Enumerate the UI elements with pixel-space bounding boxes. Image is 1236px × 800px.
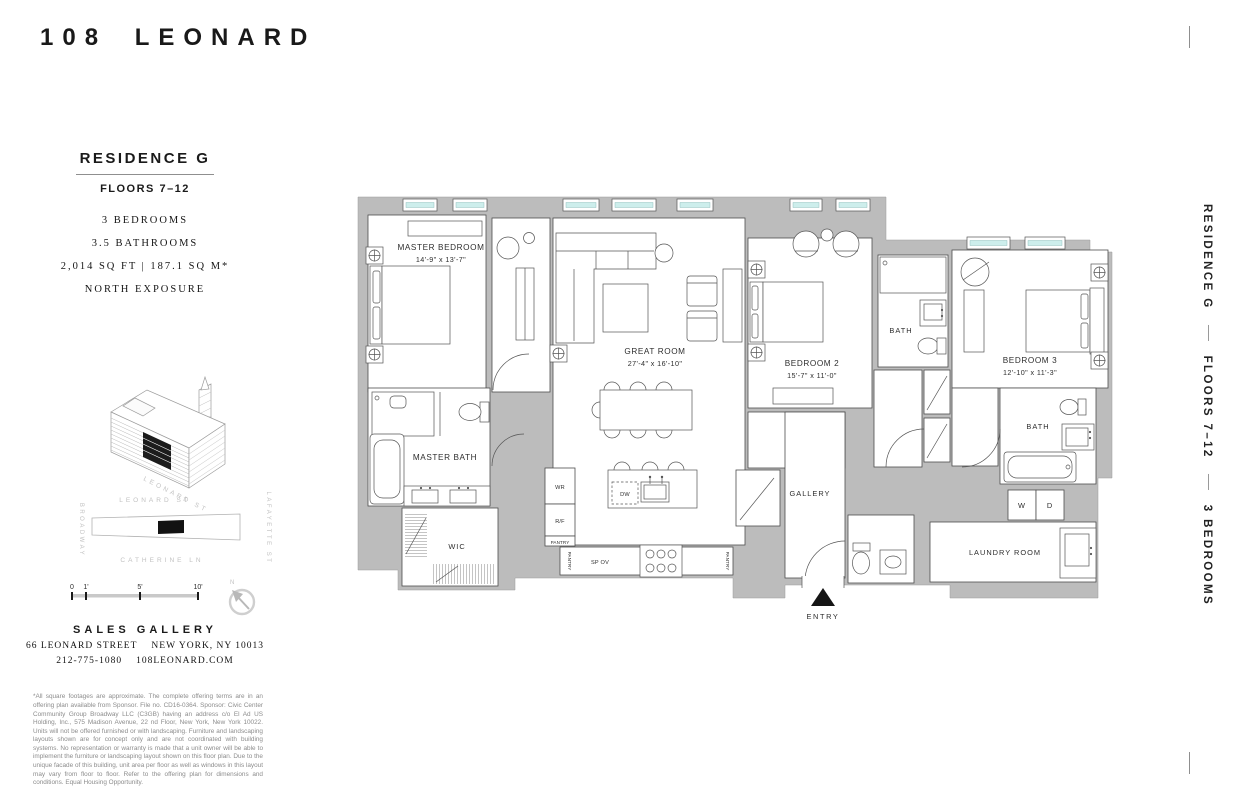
label-dw: DW (620, 492, 630, 498)
compass-icon: N (228, 580, 256, 616)
label-bedroom-3: BEDROOM 3 (1003, 356, 1058, 365)
residence-floors: FLOORS 7–12 (100, 183, 190, 195)
scale-1ft: 1' (83, 584, 88, 591)
scale-0: 0 (70, 584, 74, 591)
wic-closet (405, 512, 496, 584)
rail-divider (1208, 473, 1210, 490)
label-sp-ov: SP OV (591, 560, 609, 566)
stat-exposure: NORTH EXPOSURE (84, 284, 206, 295)
street-label-right: LAFAYETTE ST (265, 492, 271, 565)
bath-2-fixtures (879, 256, 947, 355)
compass-north-label: N (230, 580, 234, 586)
great-room-furniture (549, 232, 743, 509)
sales-address-street: 66 LEONARD STREET (25, 641, 138, 651)
label-bedroom-2: BEDROOM 2 (785, 359, 840, 368)
residence-stats: 3 BEDROOMS 3.5 BATHROOMS 2,014 SQ FT | 1… (30, 215, 260, 295)
sales-website: 108LEONARD.COM (136, 656, 234, 666)
label-great-room-dims: 27'-4" x 16'-10" (628, 359, 683, 368)
label-rf: R/F (555, 519, 565, 525)
hall-bedrooms (873, 369, 923, 468)
stat-bathrooms: 3.5 BATHROOMS (91, 238, 199, 249)
entry-arrow-icon (811, 588, 835, 606)
rail-divider (1208, 324, 1210, 341)
label-bath-3: BATH (1026, 422, 1049, 431)
building-illustration-icon: LEONARD ST (110, 376, 226, 514)
crop-mark-top (1189, 26, 1190, 48)
label-master-bedroom-dims: 14'-9" x 13'-7" (416, 255, 466, 264)
site-map: LEONARD ST BROADWAY LAFAYETTE ST CATHERI… (78, 492, 271, 565)
sales-gallery-block: SALES GALLERY 66 LEONARD STREET NEW YORK,… (20, 624, 270, 666)
label-pantry-left: PANTRY (551, 540, 570, 545)
scale-bar: 0 1' 5' 10' (70, 584, 203, 600)
floor-plan: MASTER BEDROOM 14'-9" x 13'-7" (357, 196, 1113, 621)
bedroom-2-furniture (747, 228, 860, 405)
label-master-bath: MASTER BATH (413, 453, 477, 462)
rail-residence: RESIDENCE G (1201, 203, 1213, 310)
stat-area: 2,014 SQ FT | 187.1 SQ M* (60, 261, 230, 272)
stat-bedrooms: 3 BEDROOMS (101, 215, 189, 226)
kitchen (544, 467, 734, 578)
page-title: 108 LEONARD (40, 24, 317, 51)
label-master-bedroom: MASTER BEDROOM (397, 243, 484, 252)
washer-dryer (1007, 489, 1065, 521)
street-label-top: LEONARD ST (119, 497, 191, 504)
label-wic: WIC (448, 542, 465, 551)
street-label-bottom: CATHERINE LN (120, 557, 203, 564)
label-great-room: GREAT ROOM (624, 347, 685, 356)
gallery-powder-entry (735, 469, 907, 606)
label-bath-2: BATH (889, 326, 912, 335)
label-bedroom-2-dims: 15'-7" x 11'-0" (787, 371, 837, 380)
room-gallery (784, 411, 846, 579)
label-laundry-room: LAUNDRY ROOM (969, 548, 1041, 557)
scale-10ft: 10' (193, 584, 202, 591)
label-pantry-kitchen-left: PANTRY (567, 552, 572, 571)
label-dryer: D (1047, 501, 1053, 510)
label-pantry-kitchen-right: PANTRY (725, 552, 730, 571)
legal-disclaimer: *All square footages are approximate. Th… (33, 693, 263, 787)
foyer-furniture (492, 232, 535, 391)
hall-bedroom-3 (951, 387, 999, 467)
rail-floors: FLOORS 7–12 (1201, 355, 1213, 459)
info-panel: RESIDENCE G FLOORS 7–12 3 BEDROOMS 3.5 B… (30, 150, 260, 307)
label-entry: ENTRY (807, 612, 840, 621)
label-bedroom-3-dims: 12'-10" x 11'-3" (1003, 368, 1057, 377)
side-rail: RESIDENCE G FLOORS 7–12 3 BEDROOMS (1201, 204, 1213, 606)
laundry-fixtures (1059, 527, 1097, 579)
master-bath-fixtures (369, 391, 525, 507)
scale-5ft: 5' (137, 584, 142, 591)
crop-mark-bottom (1189, 752, 1190, 774)
windows (402, 198, 1066, 250)
residence-name: RESIDENCE G (75, 150, 215, 175)
sales-phone: 212-775-1080 (56, 656, 123, 666)
label-gallery: GALLERY (790, 489, 831, 498)
sales-address-city: NEW YORK, NY 10013 (151, 641, 265, 651)
street-label-left: BROADWAY (78, 503, 84, 557)
sales-gallery-heading: SALES GALLERY (73, 624, 217, 636)
master-bedroom-furniture (365, 220, 483, 364)
label-wr: WR (555, 485, 565, 491)
rail-bedrooms: 3 BEDROOMS (1201, 504, 1213, 607)
bath-3-fixtures (1003, 398, 1095, 483)
building-location-marker (158, 520, 184, 534)
bedroom-3-furniture (960, 257, 1109, 370)
label-washer: W (1018, 501, 1026, 510)
hall-closets (885, 369, 1001, 468)
